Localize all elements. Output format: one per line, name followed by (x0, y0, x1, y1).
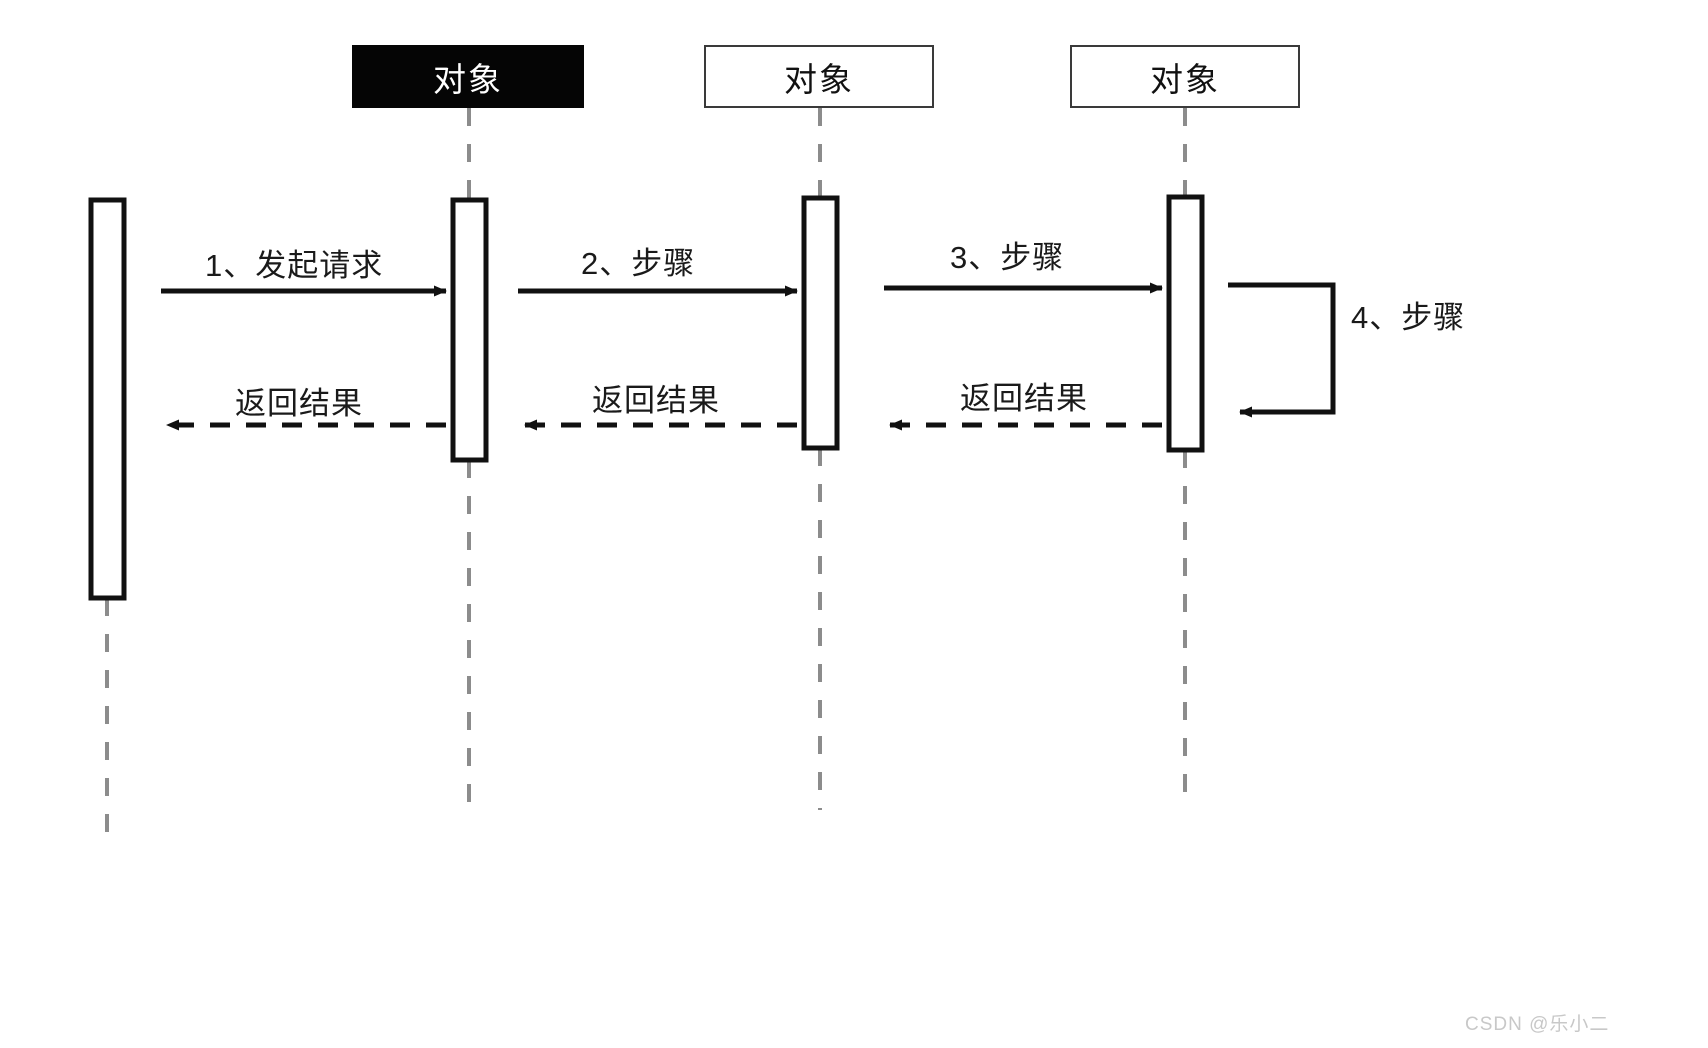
message-label-1: 1、发起请求 (205, 248, 384, 283)
return-label-1: 返回结果 (235, 386, 363, 421)
participant-header-p1[interactable]: 对象 (352, 45, 584, 108)
activation-bar-group (88, 194, 1205, 601)
participant-label-p1: 对象 (433, 60, 503, 98)
call-message-group (161, 282, 1163, 297)
lifeline-group (105, 108, 1187, 835)
activation-bar-p3 (1166, 194, 1205, 453)
activation-bar-p1 (450, 197, 489, 463)
self-loop-path (1228, 282, 1336, 418)
activation-bar-p0 (88, 197, 127, 601)
participant-label-p2: 对象 (784, 60, 854, 98)
participant-label-p3: 对象 (1150, 60, 1220, 98)
activation-bar-p2 (801, 195, 840, 451)
return-label-2: 返回结果 (592, 383, 720, 418)
message-label-2: 2、步骤 (581, 246, 696, 281)
return-label-3: 返回结果 (960, 381, 1088, 416)
message-label-3: 3、步骤 (950, 240, 1065, 275)
csdn-watermark: CSDN @乐小二 (1465, 1014, 1610, 1035)
participant-header-p2[interactable]: 对象 (704, 45, 934, 108)
participant-header-p3[interactable]: 对象 (1070, 45, 1300, 108)
self-call-loop-p3 (1228, 282, 1336, 418)
message-label-4-self-call: 4、步骤 (1351, 300, 1466, 335)
